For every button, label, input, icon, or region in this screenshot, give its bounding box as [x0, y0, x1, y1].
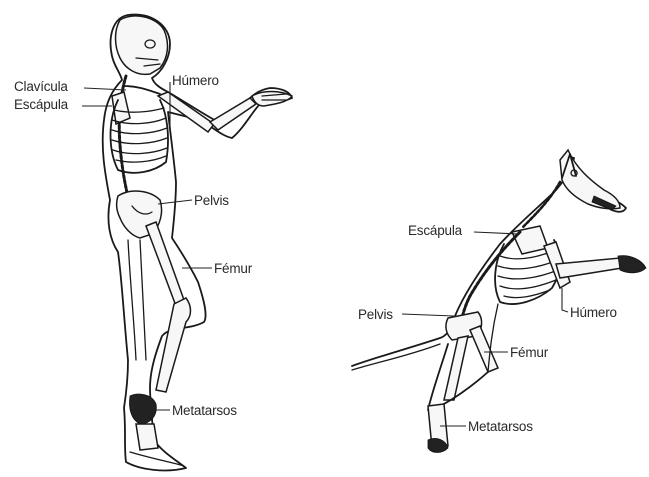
human-label-metatarsos: Metatarsos: [172, 404, 237, 418]
dog-skeleton-figure: [352, 150, 646, 453]
human-label-pelvis: Pelvis: [194, 194, 229, 208]
dog-leader-lines: [402, 232, 568, 426]
human-label-escapula: Escápula: [14, 98, 68, 112]
dog-label-humero: Húmero: [570, 306, 617, 320]
human-leader-lines: [82, 82, 212, 410]
dog-label-escapula: Escápula: [408, 224, 462, 238]
dog-label-metatarsos: Metatarsos: [468, 420, 533, 434]
dog-label-femur: Fémur: [510, 346, 548, 360]
human-label-femur: Fémur: [214, 262, 252, 276]
human-label-clavicula: Clavícula: [14, 80, 68, 94]
human-label-humero: Húmero: [172, 74, 219, 88]
dog-label-pelvis: Pelvis: [358, 308, 393, 322]
